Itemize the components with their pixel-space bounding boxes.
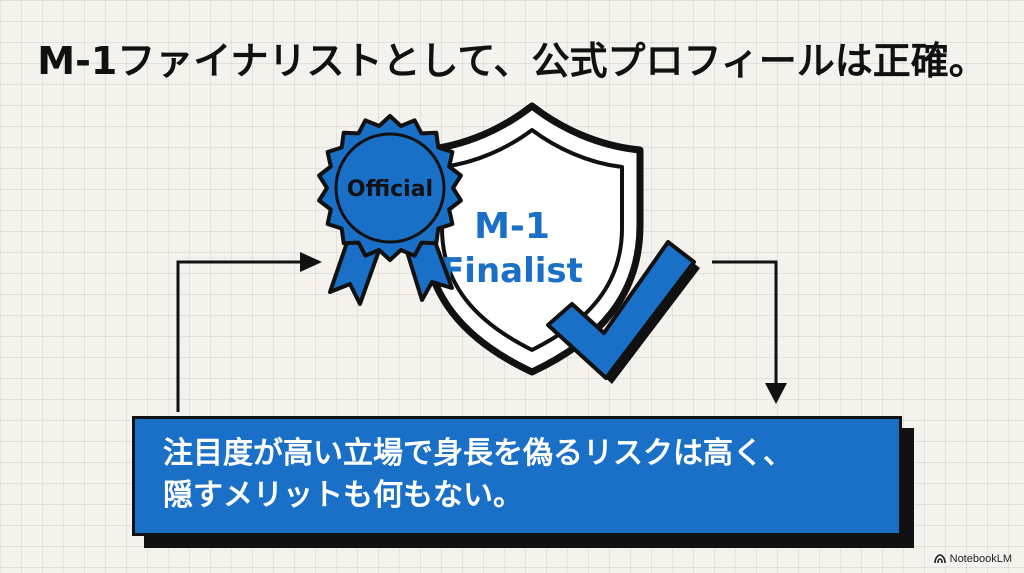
watermark: NotebookLM — [933, 553, 1012, 565]
shield-icon — [420, 102, 644, 376]
notebooklm-logo-icon — [933, 554, 946, 564]
right-flow-arrow-icon — [712, 260, 787, 404]
shield-text-line2: Finalist — [441, 251, 583, 291]
left-flow-arrow-icon — [176, 252, 322, 412]
seal-label: Official — [347, 177, 433, 202]
shield-text-line1: M-1 — [474, 206, 550, 247]
callout-box: 注目度が高い立場で身長を偽るリスクは高く、 隠すメリットも何もない。 — [132, 416, 902, 536]
watermark-text: NotebookLM — [949, 553, 1012, 565]
checkmark-icon — [546, 240, 700, 384]
callout-line-1: 注目度が高い立場で身長を偽るリスクは高く、 — [163, 436, 793, 471]
callout-text: 注目度が高い立場で身長を偽るリスクは高く、 隠すメリットも何もない。 — [163, 433, 883, 517]
callout-line-2: 隠すメリットも何もない。 — [163, 478, 523, 513]
page-title: M-1ファイナリストとして、公式プロフィールは正確。 — [37, 39, 987, 83]
rosette-icon — [317, 114, 463, 262]
